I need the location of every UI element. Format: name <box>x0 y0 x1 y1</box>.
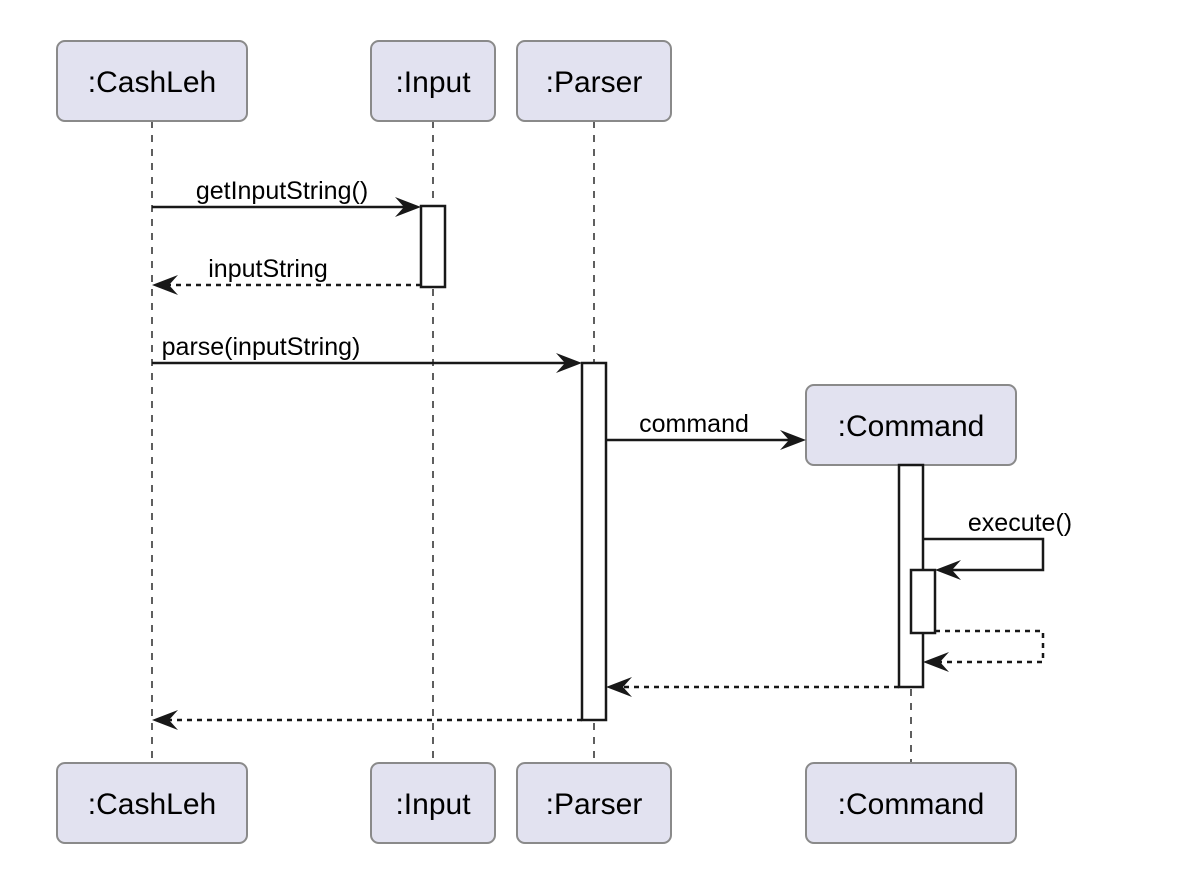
participant-label-cashleh-bottom: :CashLeh <box>88 788 216 821</box>
message-execute-label: execute() <box>968 509 1072 537</box>
message-get-input-string-label: getInputString() <box>196 177 368 205</box>
arrowhead-left <box>923 652 949 672</box>
message-command-create: command <box>606 410 806 450</box>
arrowhead-left <box>606 677 632 697</box>
participant-command-created: :Command <box>805 384 1017 466</box>
message-parse: parse(inputString) <box>152 333 582 373</box>
activations <box>419 204 937 722</box>
participant-label-command-bottom: :Command <box>838 788 985 821</box>
participant-box-cashleh-bottom <box>56 762 248 844</box>
message-execute-self-return <box>923 629 1045 672</box>
arrowhead-left <box>152 710 178 730</box>
message-input-string-return-label: inputString <box>208 255 328 283</box>
participant-label-input-top: :Input <box>395 66 471 99</box>
participant-box-cashleh-top <box>56 40 248 122</box>
message-parse-label: parse(inputString) <box>162 333 361 361</box>
activation-command-nested <box>909 568 937 635</box>
participant-box-input-bottom <box>370 762 496 844</box>
arrowhead-left <box>152 275 178 295</box>
participant-label-input-bottom: :Input <box>395 788 471 821</box>
participant-label-parser-top: :Parser <box>546 66 643 99</box>
arrowhead-right <box>780 430 806 450</box>
arrowhead-right <box>556 353 582 373</box>
message-get-input-string: getInputString() <box>152 177 421 217</box>
participant-label-command-created: :Command <box>838 410 985 443</box>
participants-top: :CashLeh :Input :Parser <box>56 40 672 122</box>
message-command-create-label: command <box>639 410 749 438</box>
message-execute-self-call: execute() <box>923 509 1072 580</box>
arrowhead-right <box>395 197 421 217</box>
participant-label-parser-bottom: :Parser <box>546 788 643 821</box>
participant-label-cashleh-top: :CashLeh <box>88 66 216 99</box>
activation-parser <box>580 361 608 722</box>
message-input-string-return: inputString <box>152 255 421 295</box>
arrowhead-left <box>935 560 961 580</box>
message-parse-return <box>152 710 582 730</box>
message-execute-path <box>923 537 1045 572</box>
message-command-return <box>606 677 899 697</box>
participants-bottom: :CashLeh :Input :Parser :Command <box>56 762 1017 844</box>
message-execute-return-path <box>930 629 1045 664</box>
participant-box-input-top <box>370 40 496 122</box>
participant-box-parser-bottom <box>516 762 672 844</box>
participant-box-parser-top <box>516 40 672 122</box>
participant-box-command-bottom <box>805 762 1017 844</box>
activation-input <box>419 204 447 289</box>
